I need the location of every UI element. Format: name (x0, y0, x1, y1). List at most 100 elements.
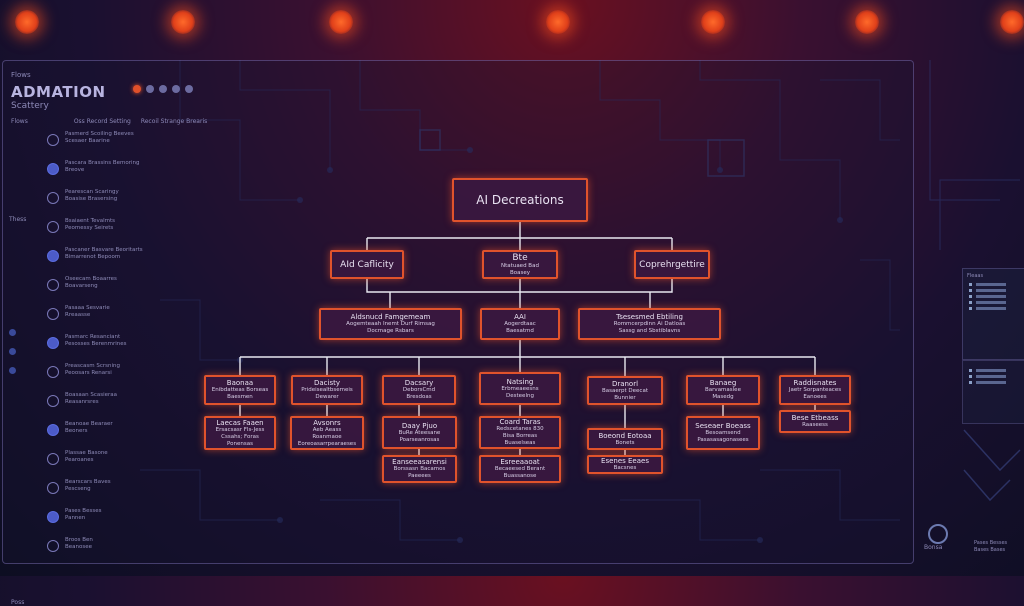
gear-label: Bonsa (924, 544, 943, 551)
right-panel-header: Fleaas (967, 273, 984, 279)
indicator-light (855, 10, 879, 34)
app-subtitle: Scattery (11, 101, 49, 111)
brand: Flows ADMATION Scattery (11, 71, 106, 111)
org-node-title: Boeond Eotoaa (598, 431, 652, 440)
gear-icon[interactable] (928, 524, 948, 544)
sidebar-item-icon (47, 395, 59, 407)
org-node-title: Aldsnucd Famgemeam (350, 313, 431, 321)
page-dot[interactable] (159, 85, 167, 93)
left-dot[interactable] (9, 329, 16, 336)
org-node-title: Dacisty (313, 379, 340, 387)
bottom-left-label: Poss (11, 599, 25, 606)
org-node-level1[interactable]: Coprehrgettire (634, 250, 710, 279)
sidebar-item-icon (47, 337, 59, 349)
brand-small-label: Flows (11, 71, 31, 79)
page-dot[interactable] (172, 85, 180, 93)
nav-item[interactable]: Flows (11, 118, 28, 125)
page-dots[interactable] (133, 85, 193, 93)
bottom-right-text: Pases Besses Bases Bases (974, 540, 1008, 553)
org-node-subtitle: Bonets (615, 439, 635, 446)
indicator-light (1000, 10, 1024, 34)
circuit-background (140, 60, 1021, 543)
page-dot[interactable] (185, 85, 193, 93)
org-node-title: Laecas Faaen (216, 418, 264, 427)
sidebar-item-icon (47, 308, 59, 320)
sidebar-item-icon (47, 192, 59, 204)
org-node-title: Esenes Eeaes (601, 457, 649, 465)
left-dot[interactable] (9, 348, 16, 355)
org-node-title: Raddisnates (793, 379, 837, 387)
indicator-light (701, 10, 725, 34)
sidebar-item-icon (47, 540, 59, 552)
org-node-title: Bte (512, 252, 528, 263)
page-dot-active[interactable] (133, 85, 141, 93)
org-root-node[interactable]: AI Decreations (452, 178, 588, 222)
indicator-light (546, 10, 570, 34)
tree-connectors (239, 222, 816, 455)
org-node-title: Coard Taras (499, 418, 541, 426)
org-node-title: Daay Pjuo (401, 421, 438, 430)
org-node-title: Esreeaaoat (500, 458, 540, 466)
org-node-level1[interactable]: AId Caflicity (330, 250, 404, 279)
org-node-title: AId Caflicity (340, 259, 394, 270)
nav-item[interactable]: Oss Record Setting (73, 118, 131, 125)
nav-item[interactable]: Recoil Strange Brearis (140, 118, 208, 125)
org-node-title: Baonaa (226, 379, 254, 387)
left-dot[interactable] (9, 367, 16, 374)
page-dot[interactable] (146, 85, 154, 93)
